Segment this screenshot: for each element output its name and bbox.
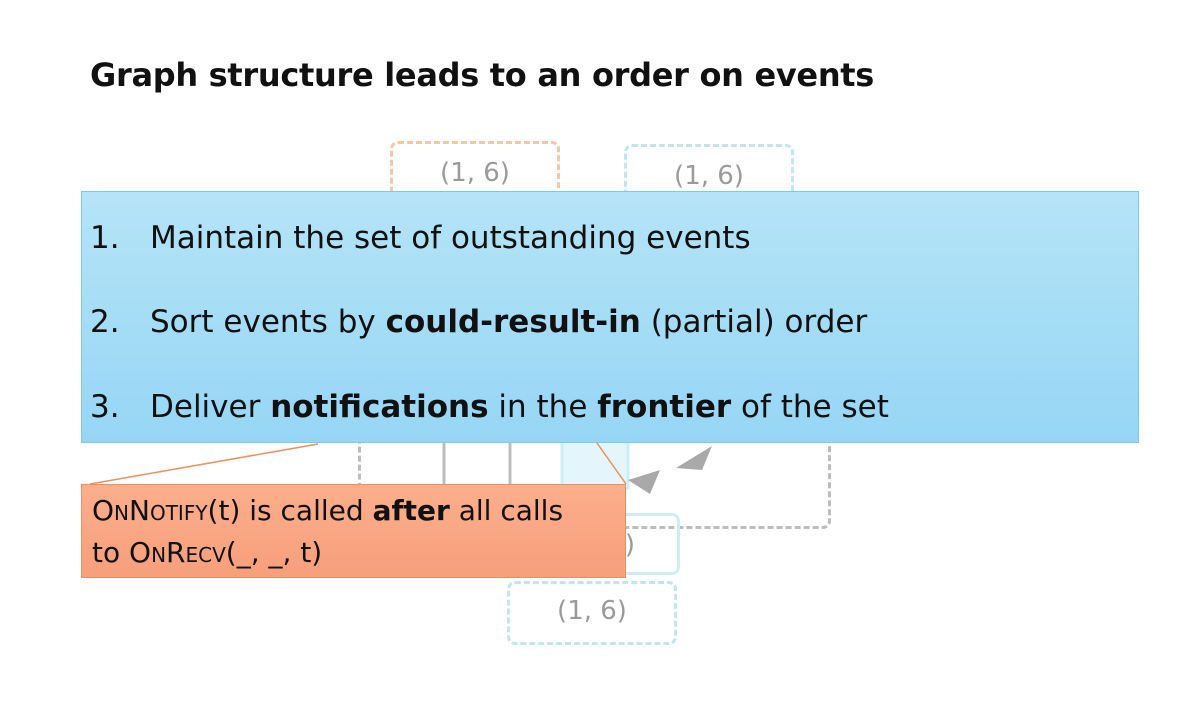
step-bold-term: notifications xyxy=(270,389,489,425)
callout-line-1: ONNOTIFY(t) is called after all calls xyxy=(92,491,615,533)
slide-title: Graph structure leads to an order on eve… xyxy=(90,56,875,94)
step-text: Deliver xyxy=(150,389,271,425)
fn-onnotify-rest: OTIFY xyxy=(149,501,208,525)
callout-line-2: to ONRECV(_, _, t) xyxy=(92,533,615,575)
step-text: Maintain the set of outstanding events xyxy=(150,220,751,256)
edge-arrow-right xyxy=(676,446,712,470)
step-number: 3. xyxy=(90,389,120,425)
steps-panel: 1. Maintain the set of outstanding events… xyxy=(81,191,1139,443)
callout-text: (t) is called xyxy=(207,494,373,527)
callout-text: all calls xyxy=(449,494,564,527)
fn-onrecv-O: O xyxy=(129,536,152,569)
fn-onnotify-N1: N xyxy=(114,501,130,525)
vertex-label-top-right: (1, 6) xyxy=(674,161,744,191)
callout-text: (_, _, t) xyxy=(225,536,323,569)
vertex-label-top-left: (1, 6) xyxy=(440,158,510,188)
step-text: (partial) order xyxy=(640,304,868,340)
fn-onnotify-O: O xyxy=(92,494,115,527)
step-text: of the set xyxy=(731,389,889,425)
onnotify-callout: ONNOTIFY(t) is called after all calls to… xyxy=(81,484,626,578)
fn-onrecv-rest: ECV xyxy=(185,543,226,567)
step-text: Sort events by xyxy=(150,304,386,340)
callout-leader-left xyxy=(89,443,319,485)
step-number: 2. xyxy=(90,304,120,340)
vertex-label-bottom: (1, 6) xyxy=(557,596,627,626)
step-number: 1. xyxy=(90,220,120,256)
edge-arrow-mid xyxy=(628,470,660,494)
fn-onnotify-N2: N xyxy=(129,494,150,527)
step-3: 3.Deliver notifications in the frontier … xyxy=(90,389,889,425)
callout-bold: after xyxy=(372,494,450,527)
dashed-box-cyan-bottom: (1, 6) xyxy=(507,581,677,645)
fn-onrecv-N: N xyxy=(151,543,167,567)
step-2: 2. Sort events by could-result-in (partia… xyxy=(90,304,867,340)
callout-text: to xyxy=(92,536,130,569)
callout-leader-right xyxy=(591,435,627,485)
step-bold-term: could-result-in xyxy=(385,304,641,340)
vertex-label-mid: ) xyxy=(624,530,635,560)
fn-onrecv-R: R xyxy=(166,536,186,569)
step-1: 1. Maintain the set of outstanding events xyxy=(90,220,751,256)
step-text: in the xyxy=(488,389,598,425)
step-bold-term: frontier xyxy=(597,389,732,425)
